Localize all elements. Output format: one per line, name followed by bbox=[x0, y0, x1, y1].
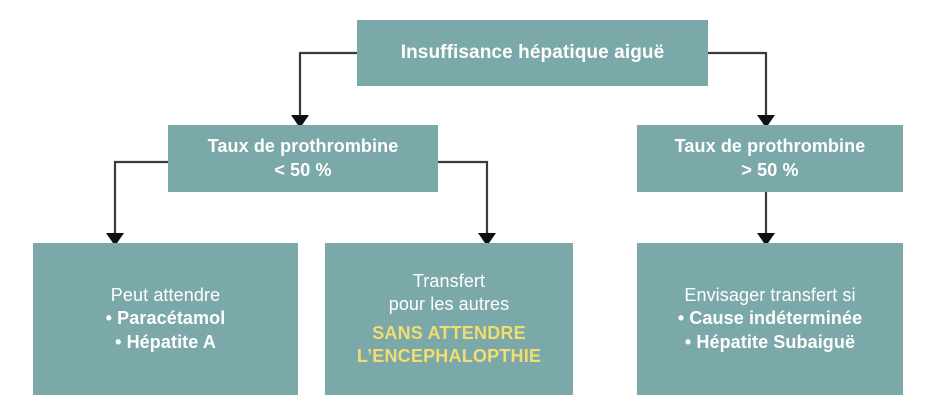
node-consider-transfer-bullet-0: • Cause indéterminée bbox=[677, 308, 863, 329]
connector-root-to-right-branch bbox=[708, 51, 775, 128]
node-transfer-others[interactable]: Transfert pour les autres SANS ATTENDRE … bbox=[325, 243, 573, 395]
node-can-wait-heading: Peut attendre bbox=[110, 285, 221, 306]
node-prothrombin-below-50-line1: Taux de prothrombine bbox=[207, 136, 399, 157]
node-transfer-others-line1: Transfert bbox=[412, 271, 486, 292]
node-can-wait[interactable]: Peut attendre • Paracétamol • Hépatite A bbox=[33, 243, 298, 395]
connector-left-branch-to-can-wait bbox=[106, 160, 168, 246]
node-can-wait-bullet-0: • Paracétamol bbox=[105, 308, 226, 329]
connector-right-branch-to-consider bbox=[757, 192, 775, 246]
node-transfer-others-line2: pour les autres bbox=[388, 294, 510, 315]
connector-left-branch-to-transfer bbox=[438, 160, 496, 246]
node-transfer-others-accent-line1: SANS ATTENDRE bbox=[372, 322, 526, 343]
node-prothrombin-above-50[interactable]: Taux de prothrombine > 50 % bbox=[637, 125, 903, 192]
node-consider-transfer-heading: Envisager transfert si bbox=[684, 285, 856, 306]
node-acute-liver-failure[interactable]: Insuffisance hépatique aiguë bbox=[357, 20, 708, 86]
node-transfer-others-accent-line2: L’ENCEPHALOPTHIE bbox=[356, 345, 542, 366]
connector-root-to-left-branch bbox=[291, 51, 357, 128]
node-prothrombin-below-50-line2: < 50 % bbox=[274, 159, 332, 180]
node-prothrombin-below-50[interactable]: Taux de prothrombine < 50 % bbox=[168, 125, 438, 192]
node-prothrombin-above-50-line1: Taux de prothrombine bbox=[674, 136, 866, 157]
node-prothrombin-above-50-line2: > 50 % bbox=[741, 159, 799, 180]
node-consider-transfer[interactable]: Envisager transfert si • Cause indétermi… bbox=[637, 243, 903, 395]
node-consider-transfer-bullet-1: • Hépatite Subaiguë bbox=[684, 331, 856, 352]
node-can-wait-bullet-1: • Hépatite A bbox=[115, 331, 216, 352]
node-acute-liver-failure-label: Insuffisance hépatique aiguë bbox=[400, 41, 665, 63]
